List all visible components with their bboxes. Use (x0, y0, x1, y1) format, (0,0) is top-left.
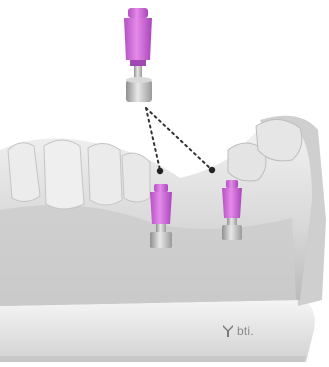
tooth-2 (44, 140, 84, 209)
tooth-4 (122, 153, 150, 202)
implant-analog-left (150, 184, 172, 248)
brand-logo-icon (222, 324, 234, 338)
brand-logo: bti. (222, 324, 254, 338)
model-base-edge (0, 356, 306, 362)
brand-logo-text: bti. (237, 324, 254, 338)
floating-abutment (124, 8, 152, 102)
molar-2 (256, 119, 302, 160)
model-base-plate (0, 300, 315, 362)
implant-analog-right (222, 180, 242, 240)
guide-point-left (157, 168, 163, 174)
tooth-3 (88, 143, 122, 205)
guide-line-right (146, 108, 212, 170)
guide-point-right (209, 167, 215, 173)
